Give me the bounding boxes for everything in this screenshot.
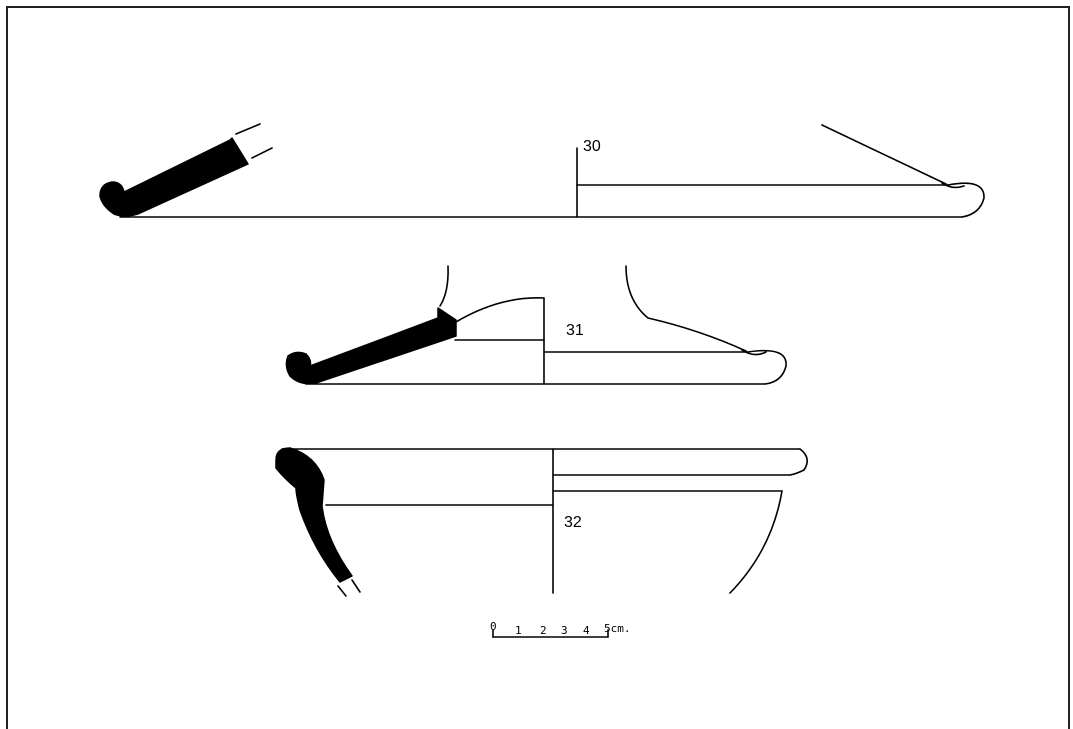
vessel-32-break-mark [337,579,361,597]
vessel-32-profile [275,447,808,597]
scale-tick-0: 0 [490,620,497,633]
vessel-32-right-wall [729,490,783,594]
scale-bar-end-ticks [492,629,609,638]
vessel-32-right-rim [789,448,808,476]
scale-bar: 0 1 2 3 4 5cm. [490,620,631,638]
scale-tick-2: 2 [540,624,547,637]
scale-end-label: 5cm. [604,622,631,635]
vessel-30-label: 30 [583,138,601,155]
vessel-31-left-stem [439,265,449,307]
vessel-31-rim-groove [741,349,767,356]
vessel-31-section [285,307,457,385]
vessel-31-right-rim [747,349,787,385]
scale-tick-3: 3 [561,624,568,637]
vessel-32-label: 32 [564,514,582,531]
vessel-30-rim-groove [941,182,965,189]
vessel-30-right-wall [821,124,947,185]
scale-tick-1: 1 [515,624,522,637]
vessel-31-left-curve [455,297,545,323]
vessel-30-break-mark [235,123,273,159]
drawing-frame [6,6,1070,729]
vessel-31-label: 31 [566,322,584,339]
vessel-32-section [275,447,353,583]
scale-tick-4: 4 [583,624,590,637]
vessel-31-right-wall [625,265,747,352]
vessel-30-profile [99,123,985,218]
vessel-30-section [99,137,249,217]
vessel-31-profile [285,265,787,385]
vessel-30-right-rim [947,182,985,218]
